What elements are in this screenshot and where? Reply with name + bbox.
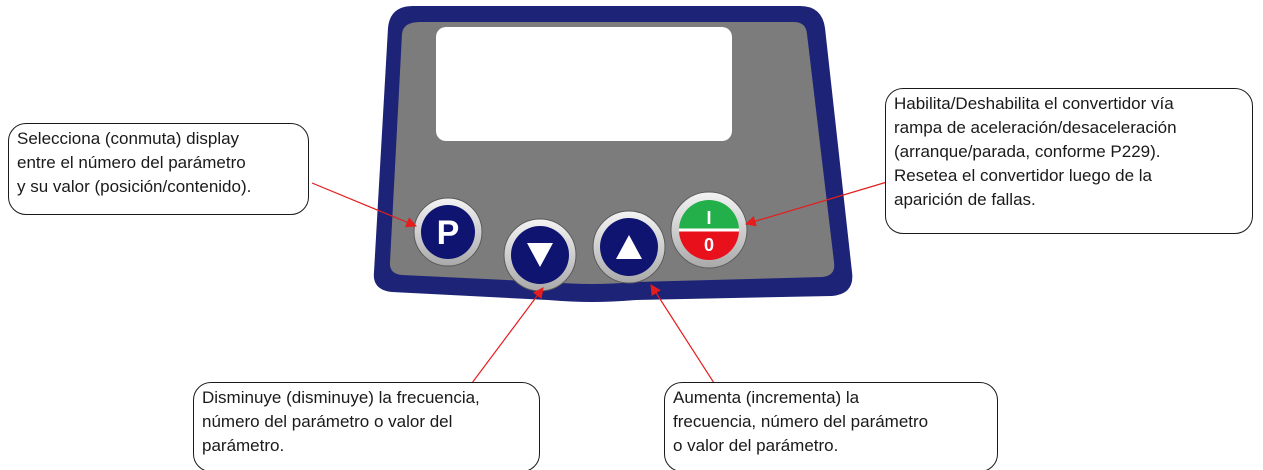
callout-up-line-2: frecuencia, número del parámetro [673,412,929,431]
callout-start-stop-button: Habilita/Deshabilita el convertidor vía … [885,88,1253,234]
callout-down-line-3: parámetro. [202,436,285,455]
arrow-io [744,181,888,227]
arrow-up [650,284,715,384]
callout-up-line-1: Aumenta (incrementa) la [673,388,860,407]
callout-up-button: Aumenta (incrementa) la frecuencia, núme… [664,382,998,470]
stop-half [679,230,739,260]
callout-p-line-2: entre el número del parámetro [17,153,246,172]
callout-down-line-2: número del parámetro o valor del [202,412,453,431]
down-button[interactable] [503,218,577,292]
arrow-down [471,287,544,384]
up-button[interactable] [592,210,666,284]
callout-up-line-3: o valor del parámetro. [673,436,839,455]
callout-p-line-3: y su valor (posición/contenido). [17,177,252,196]
down-arrow-icon [527,243,553,267]
callout-p-button: Selecciona (conmuta) display entre el nú… [8,123,309,215]
callout-p-line-1: Selecciona (conmuta) display [17,129,240,148]
start-stop-button[interactable]: I 0 [670,191,748,269]
start-half [679,200,739,230]
p-button-label: P [437,214,460,252]
p-button[interactable]: P [413,197,483,267]
callout-io-line-3: (arranque/parada, conforme P229). [894,142,1161,161]
stop-label: 0 [704,235,714,255]
start-label: I [706,208,711,228]
up-arrow-icon [616,235,642,259]
callout-down-line-1: Disminuye (disminuye) la frecuencia, [202,388,480,407]
display-window [436,27,732,141]
arrow-p [311,182,417,228]
callout-io-line-4: Resetea el convertidor luego de la [894,166,1152,185]
callout-down-button: Disminuye (disminuye) la frecuencia, núm… [193,382,540,470]
callout-io-line-1: Habilita/Deshabilita el convertidor vía [894,94,1174,113]
callout-io-line-5: aparición de fallas. [894,190,1036,209]
callout-io-line-2: rampa de aceleración/desaceleración [894,118,1177,137]
